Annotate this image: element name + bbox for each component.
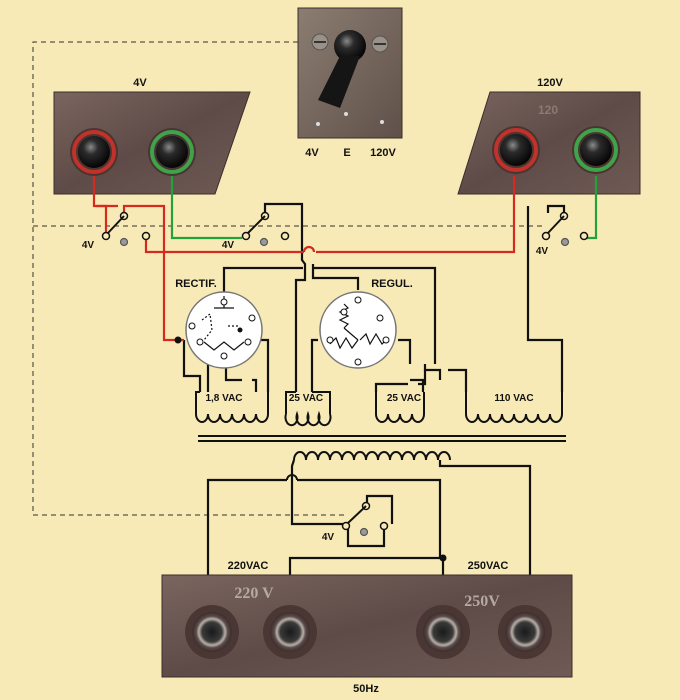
regulator-tube — [319, 291, 397, 369]
red-binding-post-icon[interactable] — [500, 134, 532, 166]
switch-3[interactable] — [541, 211, 589, 247]
right-panel-label: 120V — [537, 77, 563, 89]
winding-1-8vac — [195, 413, 269, 423]
mains-socket-4[interactable] — [498, 605, 552, 659]
winding-110vac-label: 110 VAC — [494, 393, 533, 404]
right-red-terminal[interactable] — [492, 126, 540, 174]
mains-label-250: 250VAC — [468, 560, 509, 572]
transformer-core — [198, 435, 566, 442]
switch-4[interactable] — [341, 501, 389, 537]
socket-icon[interactable] — [192, 612, 232, 652]
winding-25vac-a-label: 25 VAC — [289, 393, 323, 404]
switch-3-label: 4V — [536, 246, 549, 257]
green-wiring — [170, 176, 598, 240]
winding-25vac-b — [375, 413, 425, 423]
winding-1-8vac-label: 1,8 VAC — [205, 393, 242, 404]
selector-label-120v: 120V — [370, 147, 396, 159]
selector-lever-icon[interactable] — [318, 56, 360, 108]
left-panel-label: 4V — [133, 77, 147, 89]
socket-icon[interactable] — [505, 612, 545, 652]
switch-4-label: 4V — [322, 532, 335, 543]
winding-25vac-b-label: 25 VAC — [387, 393, 421, 404]
mains-socket-2[interactable] — [263, 605, 317, 659]
switch-1[interactable] — [101, 211, 151, 247]
green-binding-post-icon[interactable] — [580, 134, 612, 166]
selector-label-e: E — [343, 147, 350, 159]
left-red-terminal[interactable] — [70, 128, 118, 176]
junction-dot — [174, 336, 182, 344]
selector-knob-icon[interactable] — [334, 30, 366, 62]
range-selector[interactable] — [297, 7, 403, 139]
right-plate-marking: 120 — [538, 103, 558, 117]
frequency-label: 50Hz — [353, 683, 379, 695]
secondary-windings — [195, 391, 563, 427]
winding-25vac-a — [284, 410, 332, 427]
dashed-control-link — [32, 41, 545, 516]
regulator-label: REGUL. — [371, 278, 413, 290]
rectifier-label: RECTIF. — [175, 278, 217, 290]
mains-socket-3[interactable] — [416, 605, 470, 659]
green-binding-post-icon[interactable] — [156, 136, 188, 168]
switch-1-label: 4V — [82, 240, 95, 251]
primary-crossovers — [286, 474, 298, 481]
red-wiring — [92, 176, 516, 342]
switch-2[interactable] — [226, 211, 290, 247]
socket-icon[interactable] — [423, 612, 463, 652]
wire-crossovers — [302, 245, 316, 253]
red-binding-post-icon[interactable] — [78, 136, 110, 168]
rectifier-tube — [185, 291, 263, 369]
winding-110vac — [465, 413, 563, 423]
junction-dot — [439, 554, 447, 562]
mains-plate-220: 220 V — [234, 585, 274, 602]
left-green-terminal[interactable] — [148, 128, 196, 176]
socket-icon[interactable] — [270, 612, 310, 652]
right-green-terminal[interactable] — [572, 126, 620, 174]
mains-label-220: 220VAC — [228, 560, 269, 572]
switch-2-label: 4V — [222, 240, 235, 251]
primary-winding — [293, 451, 451, 461]
selector-label-4v: 4V — [305, 147, 319, 159]
mains-socket-1[interactable] — [185, 605, 239, 659]
mains-plate-250: 250V — [464, 593, 500, 610]
